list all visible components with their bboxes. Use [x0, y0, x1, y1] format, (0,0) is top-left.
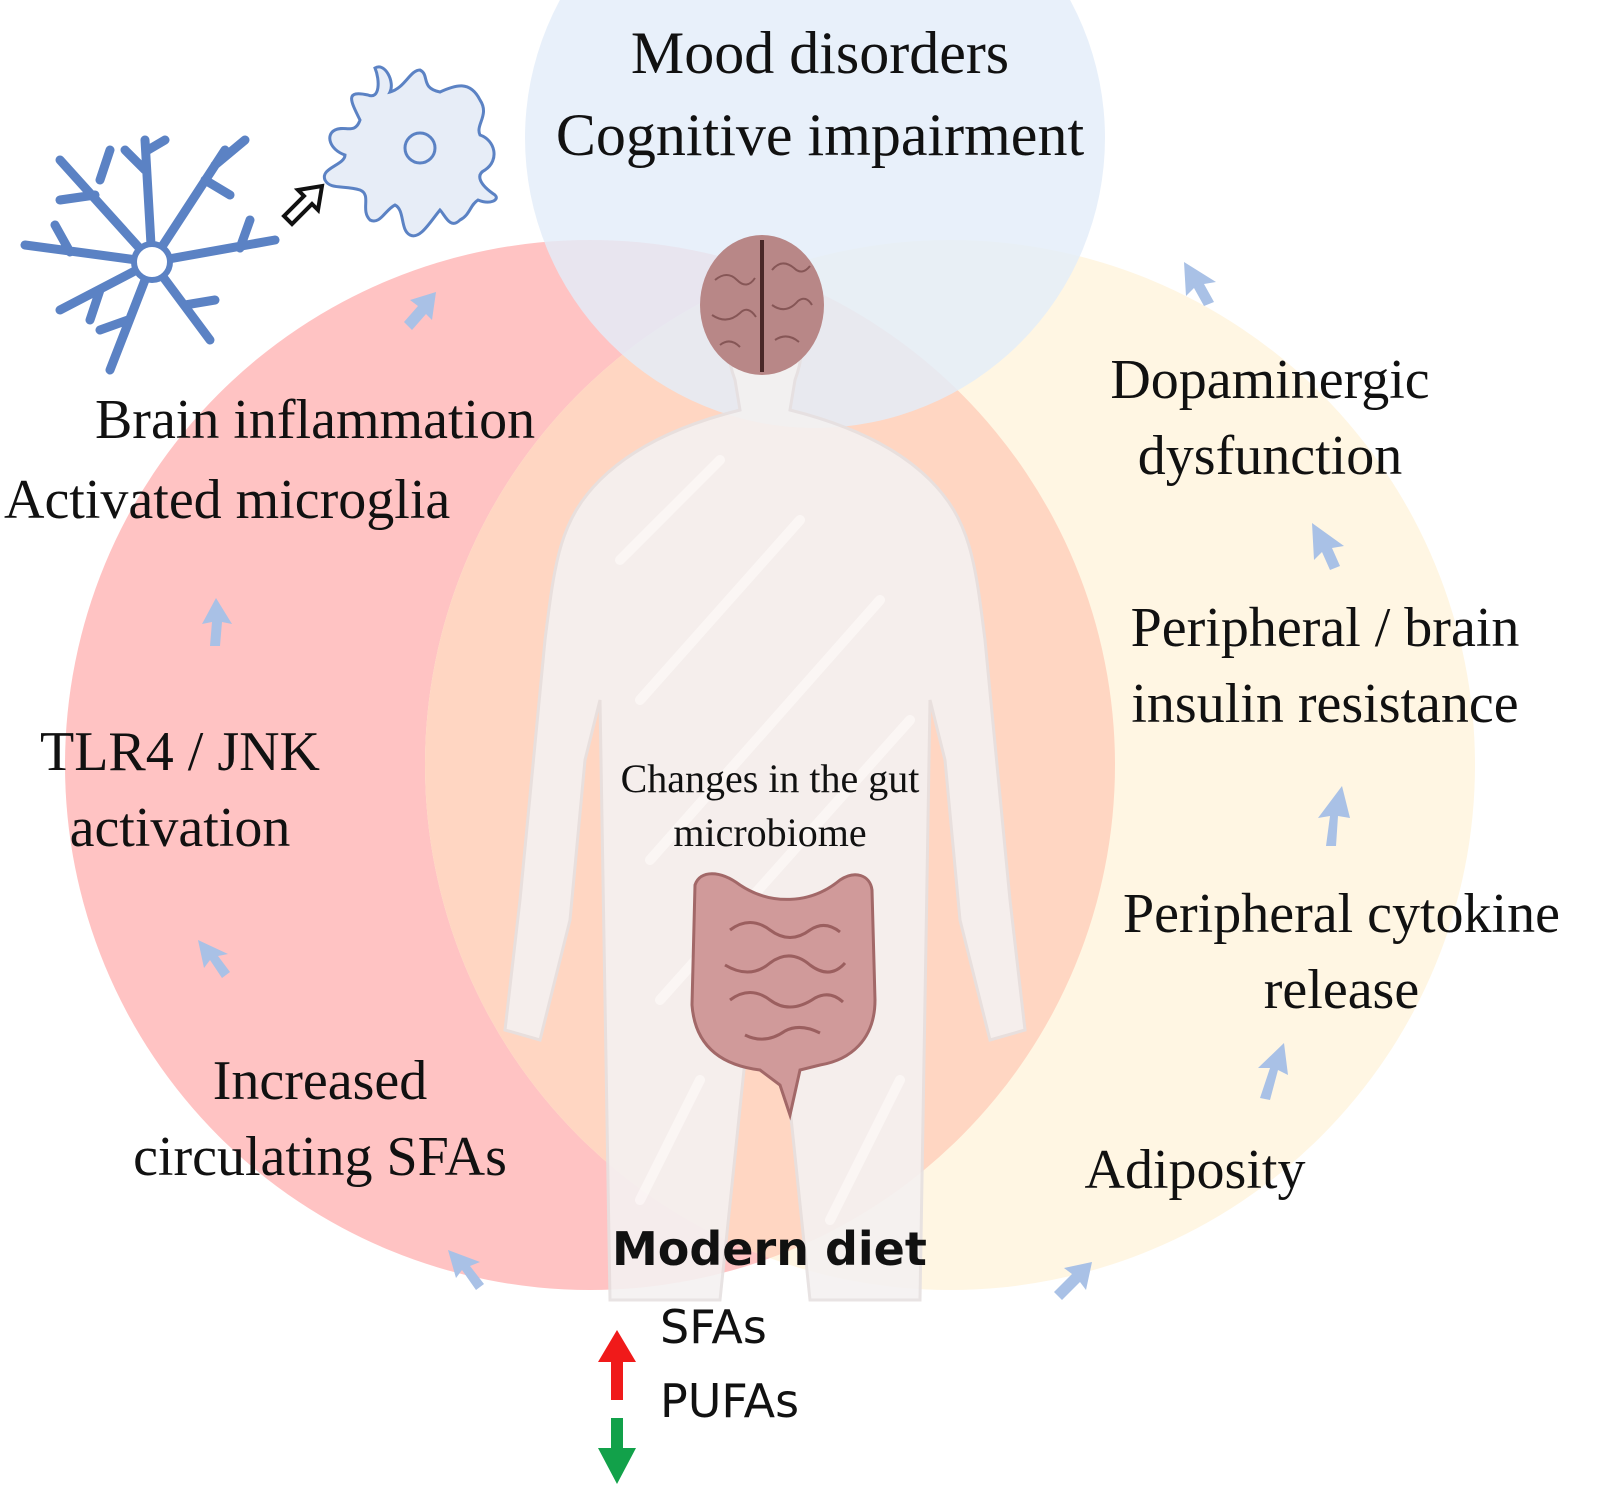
step-circulating-sfas: Increased circulating SFAs [100, 1043, 540, 1195]
diet-item-label: PUFAs [660, 1374, 800, 1428]
arrow-cytokine-to-insulin-icon [1318, 786, 1350, 846]
mood-disorders-text: Mood disorders [630, 20, 1010, 86]
intestine-icon [690, 872, 877, 1121]
step-line: insulin resistance [1131, 673, 1519, 735]
step-line: Peripheral cytokine [1123, 883, 1560, 945]
step-line: activation [69, 797, 291, 859]
diet-item-label: SFAs [660, 1300, 767, 1354]
step-line: Adiposity [1084, 1139, 1306, 1201]
step-tlr4-jnk: TLR4 / JNK activation [10, 714, 350, 866]
diet-item-sfas: SFAs [660, 1300, 767, 1354]
brain-icon [700, 235, 824, 375]
step-line: circulating SFAs [133, 1126, 507, 1188]
outcome-label: Mood disorders Cognitive impairment [540, 12, 1100, 176]
step-brain-inflammation: Brain inflammation Activated microglia [0, 380, 580, 540]
arrow-diet-to-adiposity-icon [1054, 1262, 1092, 1300]
modern-diet-title: Modern diet [612, 1222, 927, 1276]
step-line: Peripheral / brain [1130, 597, 1520, 659]
diet-item-pufas: PUFAs [660, 1374, 799, 1428]
gut-label-line: Changes in the gut [620, 756, 920, 801]
arrow-insulin-to-dopamine-icon [1312, 523, 1344, 570]
gut-microbiome-label: Changes in the gut microbiome [580, 752, 960, 860]
arrow-tlr4-to-inflammation-icon [202, 598, 232, 646]
blue-circle [525, 0, 1105, 428]
step-adiposity: Adiposity [1060, 1132, 1330, 1208]
step-line: dysfunction [1137, 425, 1403, 487]
arrow-diet-to-sfas-icon [448, 1250, 484, 1290]
activated-microglia-icon [322, 65, 498, 238]
human-body-icon [503, 298, 1027, 1302]
outline-arrow-icon [281, 183, 325, 227]
cognitive-impairment-text: Cognitive impairment [555, 102, 1085, 168]
pathway-arrows [198, 262, 1350, 1300]
sfas-up-arrow-icon [598, 1330, 636, 1400]
resting-microglia-icon [20, 135, 280, 375]
step-line: Brain inflammation [94, 389, 536, 451]
step-line: Dopaminergic [1110, 349, 1430, 411]
step-insulin-resistance: Peripheral / brain insulin resistance [1100, 590, 1550, 742]
step-line: Activated microglia [4, 469, 451, 531]
step-cytokine-release: Peripheral cytokine release [1070, 876, 1613, 1028]
arrow-to-microglia-icon [404, 292, 436, 330]
step-line: TLR4 / JNK [40, 721, 320, 783]
step-dopaminergic: Dopaminergic dysfunction [1090, 342, 1450, 494]
arrow-sfas-to-tlr4-icon [198, 940, 230, 978]
arrow-dopamine-to-mood-icon [1184, 262, 1216, 306]
step-line: release [1263, 959, 1420, 1021]
pufas-down-arrow-icon [598, 1418, 636, 1484]
step-line: Increased [212, 1050, 428, 1112]
arrow-adiposity-to-cytokine-icon [1258, 1043, 1288, 1100]
gut-label-line: microbiome [673, 810, 867, 855]
